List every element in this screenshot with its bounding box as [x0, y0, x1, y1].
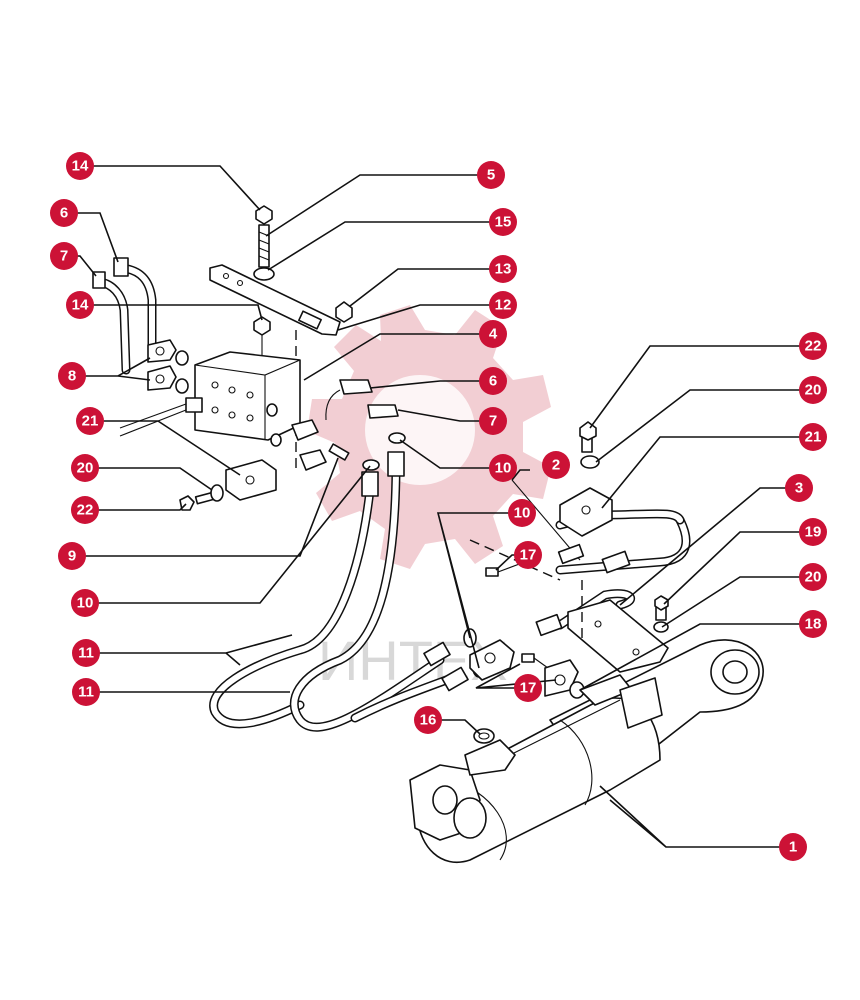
callout-17-top: 17 — [514, 541, 542, 569]
callout-11-bottom: 11 — [72, 678, 100, 706]
callout-12: 12 — [489, 291, 517, 319]
washer-15 — [253, 267, 275, 281]
svg-text:17: 17 — [520, 680, 537, 697]
hex-nut-13 — [335, 301, 353, 323]
svg-text:20: 20 — [805, 569, 822, 586]
callout-7-mid: 7 — [479, 407, 507, 435]
callout-4: 4 — [479, 320, 507, 348]
svg-text:7: 7 — [60, 248, 68, 265]
callout-3: 3 — [785, 474, 813, 502]
callout-13: 13 — [489, 255, 517, 283]
svg-text:10: 10 — [77, 595, 94, 612]
svg-text:1: 1 — [789, 839, 797, 856]
bracket-plate — [209, 264, 341, 336]
mount-bracket — [567, 599, 669, 673]
svg-text:22: 22 — [805, 338, 822, 355]
svg-text:4: 4 — [489, 326, 498, 343]
svg-text:10: 10 — [514, 505, 531, 522]
callout-14-mid: 14 — [66, 291, 94, 319]
callout-14-top: 14 — [66, 152, 94, 180]
hydraulic-hoses — [209, 451, 486, 732]
callout-22-right: 22 — [799, 332, 827, 360]
svg-text:12: 12 — [495, 297, 512, 314]
svg-text:16: 16 — [420, 712, 437, 729]
svg-text:15: 15 — [495, 214, 512, 231]
callout-7-top: 7 — [50, 242, 78, 270]
callout-16: 16 — [414, 706, 442, 734]
svg-text:18: 18 — [805, 616, 822, 633]
hydraulic-cylinder — [409, 639, 764, 863]
callout-9: 9 — [58, 542, 86, 570]
svg-text:11: 11 — [78, 645, 94, 662]
svg-text:14: 14 — [72, 158, 89, 175]
callout-6-mid: 6 — [479, 367, 507, 395]
callout-18: 18 — [799, 610, 827, 638]
clamp-21 — [225, 459, 277, 501]
callout-20-lower: 20 — [799, 563, 827, 591]
callout-22-left: 22 — [71, 496, 99, 524]
svg-text:21: 21 — [82, 413, 99, 430]
watermark-gear-logo — [307, 305, 551, 569]
svg-text:6: 6 — [489, 373, 497, 390]
callout-20-right: 20 — [799, 376, 827, 404]
svg-text:7: 7 — [489, 413, 497, 430]
callout-17-bottom: 17 — [514, 674, 542, 702]
svg-text:11: 11 — [78, 684, 94, 701]
svg-text:22: 22 — [77, 502, 94, 519]
svg-text:5: 5 — [487, 167, 495, 184]
callout-20-left: 20 — [71, 454, 99, 482]
svg-text:17: 17 — [520, 547, 537, 564]
svg-text:2: 2 — [552, 457, 560, 474]
svg-text:6: 6 — [60, 205, 68, 222]
callout-15: 15 — [489, 208, 517, 236]
svg-text:3: 3 — [795, 480, 803, 497]
svg-text:21: 21 — [805, 429, 822, 446]
callout-21-right: 21 — [799, 423, 827, 451]
callout-6-top: 6 — [50, 199, 78, 227]
svg-text:9: 9 — [68, 548, 76, 565]
valve-assembly — [92, 205, 406, 511]
svg-text:20: 20 — [805, 382, 822, 399]
svg-text:19: 19 — [805, 524, 822, 541]
clamp-21-right — [559, 487, 613, 537]
svg-text:20: 20 — [77, 460, 94, 477]
stud-bolt — [258, 224, 270, 268]
svg-text:8: 8 — [68, 368, 76, 385]
callout-21-left: 21 — [76, 407, 104, 435]
callout-10-top: 10 — [489, 454, 517, 482]
callout-19: 19 — [799, 518, 827, 546]
callout-5: 5 — [477, 161, 505, 189]
callout-10-mid: 10 — [508, 499, 536, 527]
callout-11-top: 11 — [72, 639, 100, 667]
callout-10-left: 10 — [71, 589, 99, 617]
pipe-assembly-right — [469, 421, 691, 699]
callout-1: 1 — [779, 833, 807, 861]
svg-text:10: 10 — [495, 460, 512, 477]
svg-text:13: 13 — [495, 261, 512, 278]
callout-2: 2 — [542, 451, 570, 479]
svg-text:14: 14 — [72, 297, 89, 314]
callout-8: 8 — [58, 362, 86, 390]
hex-nut-top — [255, 205, 273, 225]
